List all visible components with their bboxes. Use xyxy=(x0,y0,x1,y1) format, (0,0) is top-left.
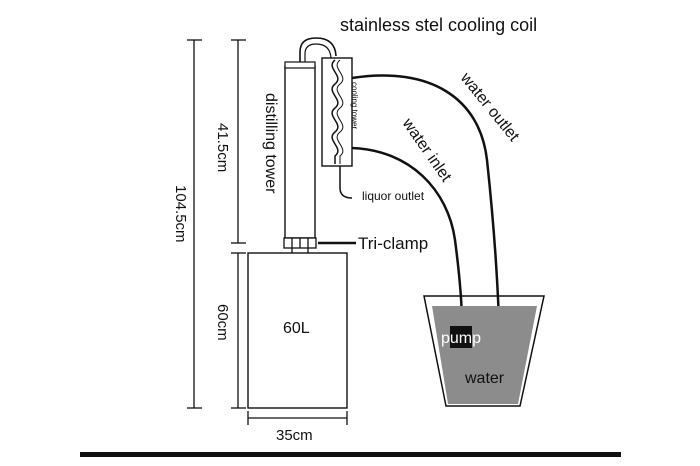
label-distilling-tower: distilling tower xyxy=(262,93,279,194)
label-cooling-tower: cooling tower xyxy=(350,82,359,129)
bottom-bar xyxy=(80,452,621,457)
dimension-tank-height xyxy=(231,252,246,409)
cooling-coil-loop xyxy=(299,37,337,64)
label-tank-volume: 60L xyxy=(283,320,310,337)
label-tank-width: 35cm xyxy=(276,427,313,444)
water-inlet-hose xyxy=(351,146,464,327)
label-tank-height: 60cm xyxy=(214,304,231,341)
label-tower-height: 41.5cm xyxy=(214,123,231,172)
label-water-inlet: water inlet xyxy=(398,115,455,186)
tri-clamp xyxy=(283,237,317,253)
label-cooling-coil: stainless stel cooling coil xyxy=(340,15,537,35)
tank xyxy=(247,252,348,409)
dimension-total-height xyxy=(187,39,202,409)
dimension-tower-height xyxy=(231,39,246,244)
label-total-height: 104.5cm xyxy=(172,185,189,243)
label-liquor-outlet: liquor outlet xyxy=(362,189,425,203)
cooling-coil-wave xyxy=(331,59,339,164)
bucket-water xyxy=(432,306,537,404)
distilling-tower xyxy=(284,65,316,239)
bucket xyxy=(423,295,545,407)
label-pump: pump xyxy=(441,330,481,347)
dimension-tank-width xyxy=(247,411,348,425)
liquor-outlet-pipe xyxy=(339,166,353,199)
label-water: water xyxy=(464,370,505,387)
label-tri-clamp: Tri-clamp xyxy=(358,234,428,253)
pump xyxy=(450,326,472,348)
